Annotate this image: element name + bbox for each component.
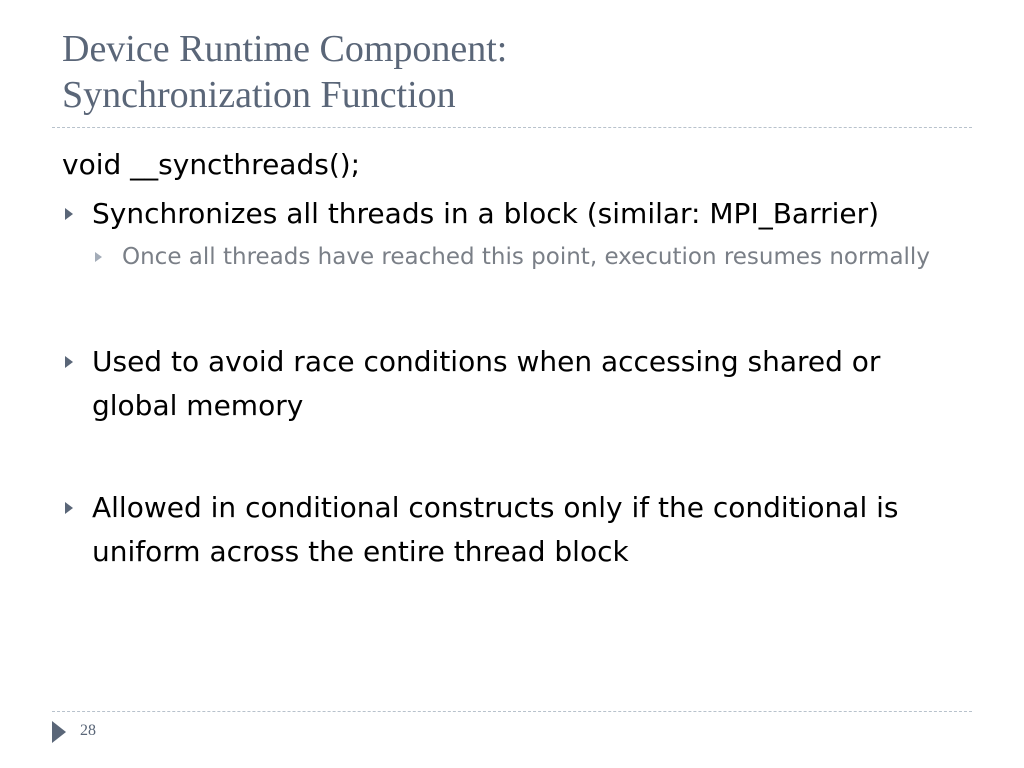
bullet-item-1: Synchronizes all threads in a block (sim… (62, 192, 962, 236)
title-divider (52, 127, 972, 128)
function-signature: void __syncthreads(); (62, 148, 361, 181)
slide-title-line-1: Device Runtime Component: (62, 28, 508, 70)
page-number: 28 (80, 722, 96, 739)
sub-bullet-item-1: Once all threads have reached this point… (92, 238, 962, 276)
triangle-right-icon (52, 721, 66, 743)
bullet-text-2: Used to avoid race conditions when acces… (92, 345, 881, 422)
bullet-text-1: Synchronizes all threads in a block (sim… (92, 197, 880, 230)
sub-bullet-text-1: Once all threads have reached this point… (122, 244, 930, 270)
spacer (62, 428, 962, 486)
triangle-right-icon (65, 208, 73, 220)
triangle-right-icon (65, 356, 73, 368)
slide-body: void __syncthreads(); Synchronizes all t… (62, 146, 962, 574)
slide-title-line-2: Synchronization Function (62, 74, 456, 116)
spacer (62, 276, 962, 340)
bullet-item-3: Allowed in conditional constructs only i… (62, 486, 962, 574)
slide-title: Device Runtime Component: Synchronizatio… (62, 26, 962, 118)
footer-divider (52, 711, 972, 712)
triangle-right-icon (65, 502, 73, 514)
triangle-right-icon (95, 252, 102, 262)
bullet-item-2: Used to avoid race conditions when acces… (62, 340, 962, 428)
bullet-text-3: Allowed in conditional constructs only i… (92, 491, 899, 568)
